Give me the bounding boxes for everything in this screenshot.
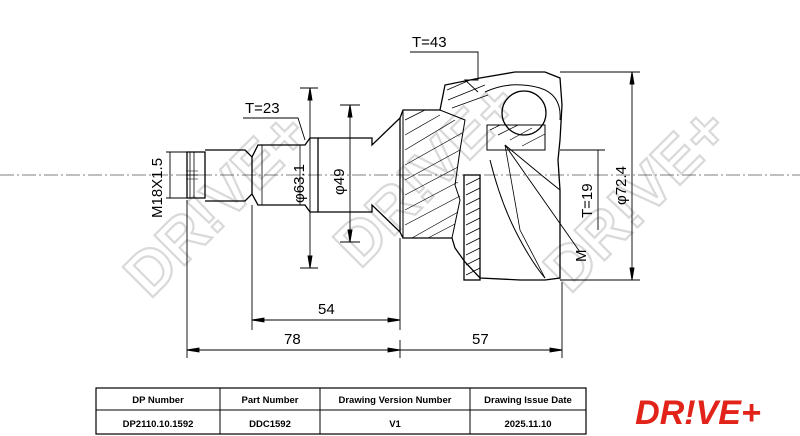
header-drawing-version: Drawing Version Number bbox=[339, 395, 452, 406]
value-dp-number: DP2110.10.1592 bbox=[123, 419, 194, 430]
info-table: DP Number Part Number Drawing Version Nu… bbox=[95, 387, 587, 435]
value-drawing-version: V1 bbox=[389, 419, 401, 430]
logo-text: DR!VE+ bbox=[635, 394, 761, 432]
leader-m bbox=[504, 144, 581, 253]
cage bbox=[486, 124, 546, 151]
label-phi49: φ49 bbox=[331, 169, 348, 195]
watermark-group: DR!VE+ DR!VE+ DR!VE+ bbox=[110, 68, 743, 311]
thread-dim bbox=[166, 151, 190, 199]
header-dp-number: DP Number bbox=[132, 395, 184, 406]
label-t43: T=43 bbox=[412, 34, 447, 51]
label-t19: T=19 bbox=[579, 183, 596, 218]
dimension-labels: M18X1.5 T=23 T=43 φ63.1 φ49 φ72.4 T=19 M… bbox=[149, 34, 630, 348]
shaft-neck bbox=[205, 149, 253, 202]
value-issue-date: 2025.11.10 bbox=[504, 419, 551, 430]
label-t23: T=23 bbox=[245, 100, 280, 117]
label-phi72: φ72.4 bbox=[613, 166, 630, 205]
label-57: 57 bbox=[472, 331, 489, 348]
dim-57 bbox=[400, 282, 563, 358]
watermark-right: DR!VE+ bbox=[531, 94, 742, 305]
brand-logo: DR!VE+ bbox=[600, 388, 798, 434]
header-part-number: Part Number bbox=[241, 395, 298, 406]
label-m: M bbox=[573, 250, 590, 263]
section-hatching bbox=[404, 79, 546, 276]
dim-78 bbox=[186, 200, 401, 358]
header-issue-date: Drawing Issue Date bbox=[484, 395, 572, 406]
dim-phi63 bbox=[300, 87, 318, 269]
leader-t23 bbox=[243, 117, 306, 141]
housing-bell bbox=[399, 71, 563, 281]
watermark-center: DR!VE+ bbox=[321, 69, 532, 280]
dim-t19 bbox=[560, 149, 605, 230]
ball bbox=[501, 90, 547, 136]
dimension-lines bbox=[0, 51, 800, 358]
dim-phi72 bbox=[560, 71, 640, 281]
value-part-number: DDC1592 bbox=[249, 419, 291, 430]
label-thread: M18X1.5 bbox=[149, 158, 166, 218]
label-phi63: φ63.1 bbox=[291, 164, 308, 203]
leader-t43 bbox=[410, 51, 479, 93]
label-78: 78 bbox=[284, 331, 301, 348]
thread-tip bbox=[186, 151, 206, 199]
dim-54 bbox=[251, 205, 401, 330]
housing-section bbox=[402, 109, 466, 239]
label-54: 54 bbox=[318, 301, 335, 318]
